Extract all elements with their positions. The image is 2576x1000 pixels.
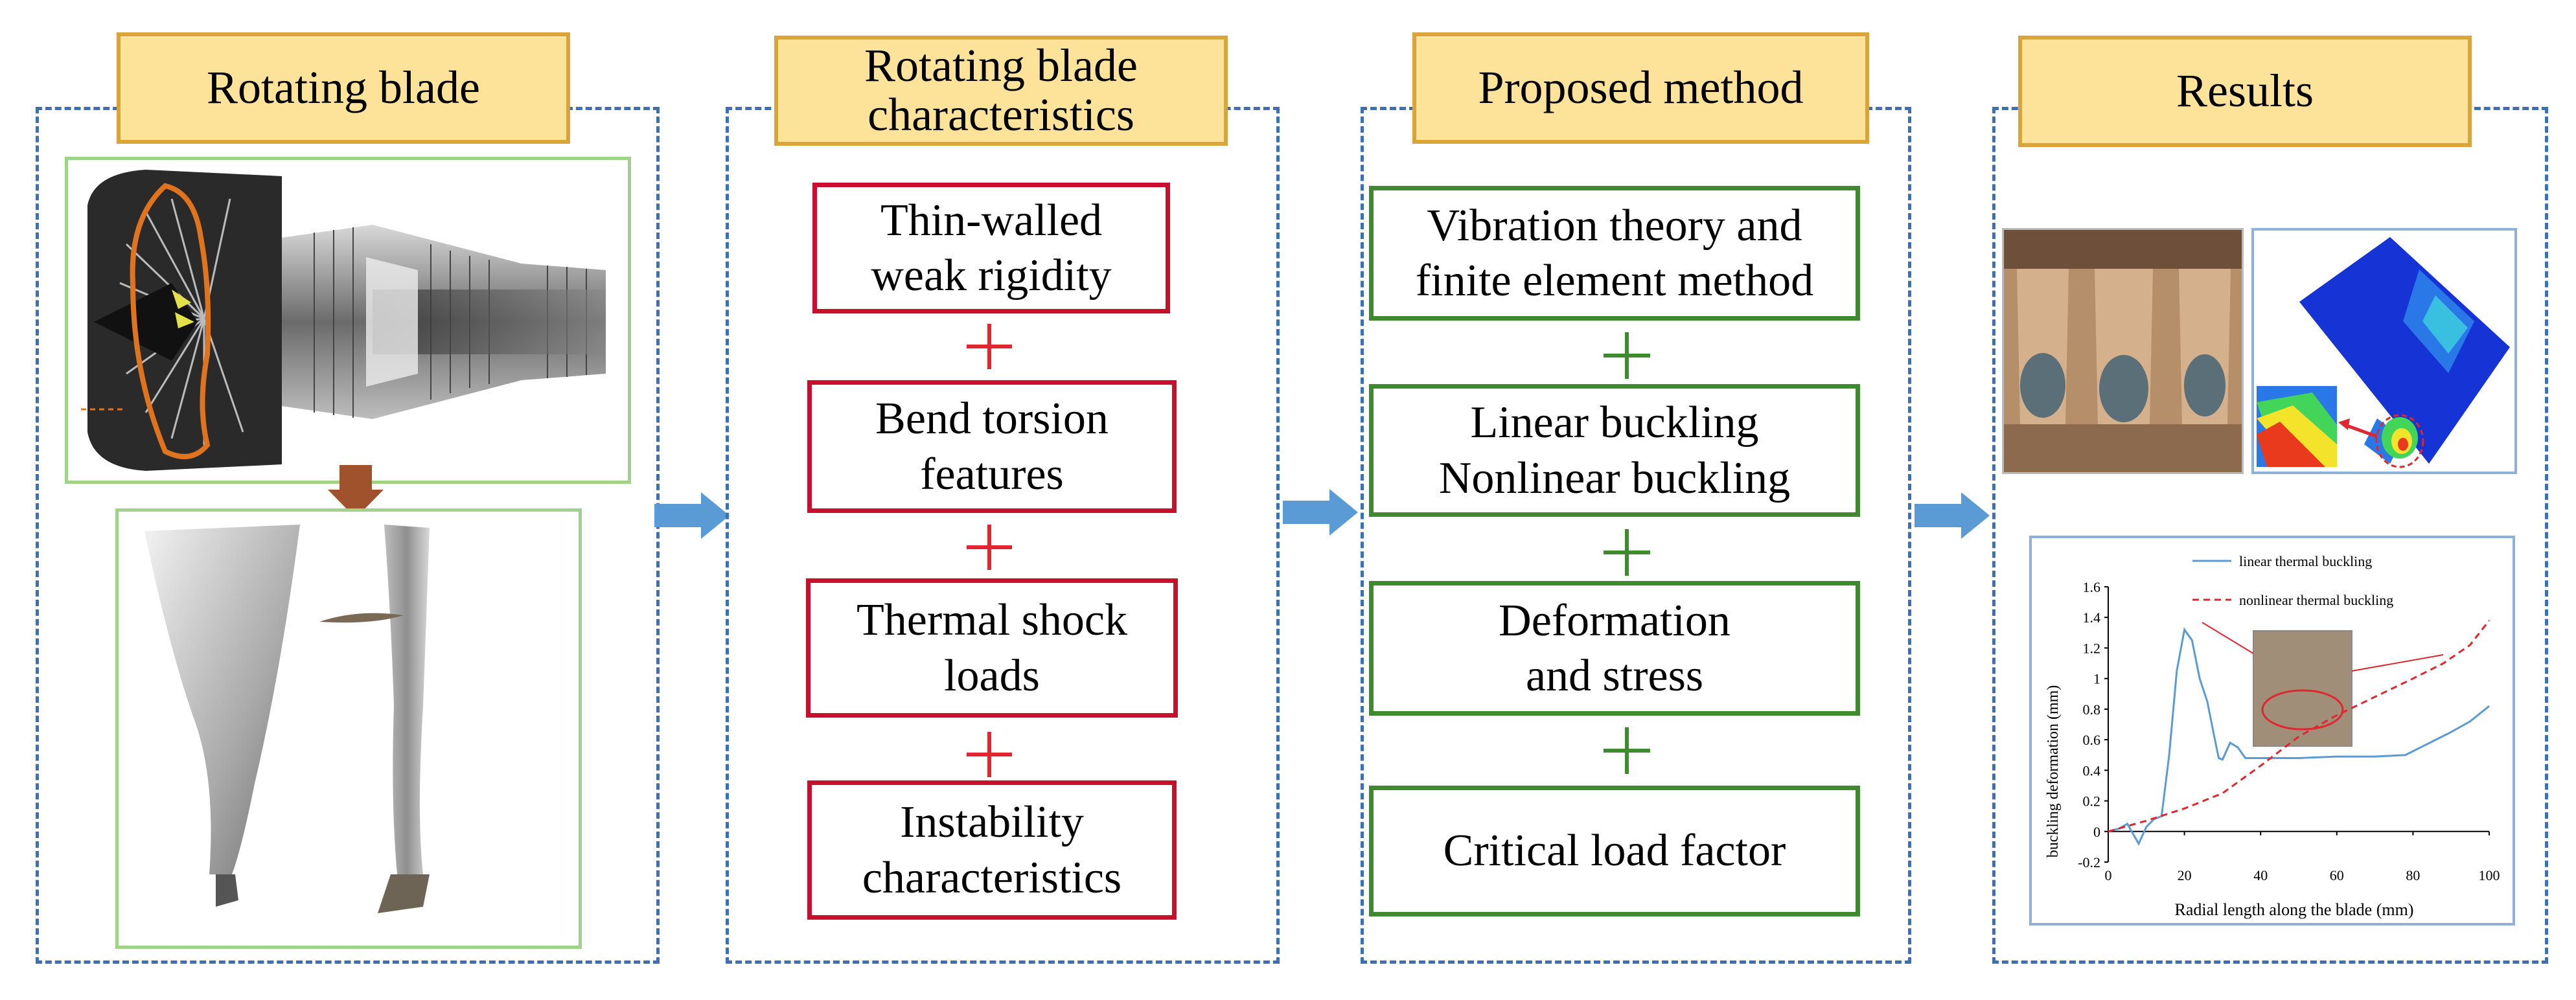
chart-y-tick-label: 1 bbox=[2093, 671, 2100, 687]
characteristics-title: Rotating blade characteristics bbox=[774, 36, 1228, 146]
method-deformation-stress: Deformation and stress bbox=[1369, 581, 1860, 716]
characteristic-thermal-shock: Thermal shock loads bbox=[806, 578, 1178, 718]
method-title: Proposed method bbox=[1412, 32, 1869, 144]
chart-x-tick-label: 40 bbox=[2253, 867, 2268, 883]
inset-highlight bbox=[2261, 689, 2344, 731]
plus-icon bbox=[967, 525, 1012, 570]
right-arrow-icon bbox=[1915, 492, 1990, 539]
turbofan-engine-illustration bbox=[81, 170, 606, 471]
inset-blade-photo bbox=[2253, 630, 2352, 747]
chart-x-tick-label: 0 bbox=[2105, 867, 2112, 883]
plus-icon bbox=[1604, 529, 1650, 576]
chart-y-tick-label: 0.6 bbox=[2083, 732, 2101, 748]
characteristic-instability: Instability characteristics bbox=[807, 780, 1177, 920]
fem-contour-image bbox=[2251, 228, 2517, 474]
buckled-blades-illustration bbox=[2004, 230, 2242, 472]
method-vibration-fem: Vibration theory and finite element meth… bbox=[1369, 186, 1860, 321]
plus-icon bbox=[1604, 727, 1650, 774]
right-arrow-icon bbox=[1283, 489, 1358, 536]
chart-x-tick-label: 80 bbox=[2406, 867, 2420, 883]
characteristic-thin-walled: Thin-walled weak rigidity bbox=[812, 183, 1170, 313]
characteristic-bend-torsion: Bend torsion features bbox=[807, 380, 1177, 513]
chart-x-tick-label: 20 bbox=[2178, 867, 2192, 883]
chart-y-tick-label: 1.4 bbox=[2083, 609, 2101, 626]
down-arrow-icon bbox=[328, 465, 384, 518]
method-critical-load: Critical load factor bbox=[1369, 786, 1860, 916]
turbine-blade-illustration bbox=[144, 525, 430, 913]
legend-label: nonlinear thermal buckling bbox=[2239, 592, 2393, 608]
engine-cutaway-image bbox=[65, 157, 631, 484]
chart-y-tick-label: 0 bbox=[2093, 824, 2100, 840]
chart-y-tick-label: 0.4 bbox=[2083, 762, 2101, 778]
chart-x-tick-label: 60 bbox=[2330, 867, 2344, 883]
plus-icon bbox=[967, 732, 1012, 777]
chart-y-tick-label: 0.8 bbox=[2083, 701, 2101, 718]
legend-label: linear thermal buckling bbox=[2239, 553, 2372, 569]
chart-series-line-0 bbox=[2108, 627, 2490, 846]
rotating-blade-title: Rotating blade bbox=[117, 32, 570, 144]
chart-y-tick-label: -0.2 bbox=[2078, 854, 2100, 870]
method-buckling: Linear buckling Nonlinear buckling bbox=[1369, 384, 1860, 517]
chart-y-tick-label: 1.6 bbox=[2083, 579, 2101, 595]
inset-link-line bbox=[2202, 622, 2254, 654]
chart-y-tick-label: 1.2 bbox=[2083, 640, 2101, 656]
blade-render-image bbox=[115, 508, 582, 949]
inset-link-line bbox=[2351, 654, 2444, 672]
chart-x-axis-label: Radial length along the blade (mm) bbox=[2175, 900, 2414, 919]
chart-series-line-1 bbox=[2108, 620, 2490, 833]
chart-y-tick-label: 0.2 bbox=[2083, 793, 2101, 810]
chart-x-tick-label: 100 bbox=[2479, 867, 2500, 883]
right-arrow-icon bbox=[654, 492, 730, 539]
fem-contour-illustration bbox=[2254, 231, 2514, 472]
plus-icon bbox=[967, 324, 1012, 369]
chart-y-axis-label: buckling deformation (mm) bbox=[2045, 685, 2062, 858]
buckled-blades-photo bbox=[2002, 228, 2244, 474]
plus-icon bbox=[1604, 332, 1650, 379]
results-title: Results bbox=[2018, 36, 2472, 147]
